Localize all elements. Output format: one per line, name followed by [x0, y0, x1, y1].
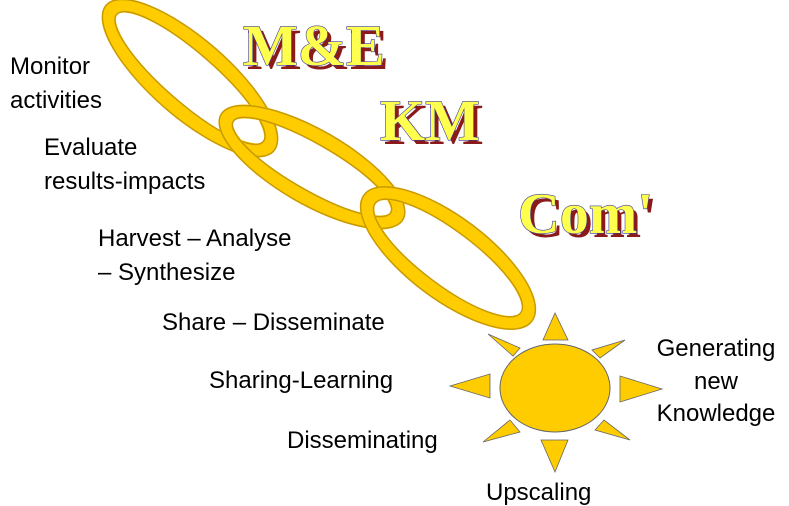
label-monitor-line2: activities	[10, 87, 102, 114]
label-harvest-line2: – Synthesize	[98, 259, 235, 286]
chain-links-icon	[101, 0, 537, 330]
sun-ray-bottom-left	[482, 419, 521, 443]
label-evaluate-line2: results-impacts	[44, 168, 205, 195]
chain-link-3	[359, 186, 537, 330]
label-generating-line2: new	[694, 368, 739, 395]
svg-text:KM: KM	[384, 92, 484, 157]
label-share: Share – Disseminate	[162, 309, 385, 336]
chain-link-1	[101, 0, 279, 158]
sun-ray-top-right	[591, 339, 626, 359]
title-com: Com' Com'	[517, 180, 657, 250]
sun-ray-left	[448, 373, 491, 399]
svg-text:M&E: M&E	[247, 17, 389, 82]
sun-ray-top	[542, 312, 569, 341]
sun-ray-top-left	[487, 333, 521, 357]
sun-ray-bottom-right	[594, 419, 631, 441]
sun-ray-bottom	[540, 439, 569, 474]
title-me: M&E M&E	[242, 12, 389, 82]
label-evaluate-line1: Evaluate	[44, 134, 137, 161]
svg-text:M&E: M&E	[243, 13, 385, 78]
label-sharing-learning: Sharing-Learning	[209, 367, 393, 394]
label-upscaling: Upscaling	[486, 479, 591, 506]
sun-ray-right	[619, 375, 664, 403]
sun-icon	[448, 312, 664, 474]
svg-text:KM: KM	[380, 88, 480, 153]
svg-text:Com': Com'	[522, 185, 657, 250]
svg-text:Com': Com'	[518, 181, 653, 246]
label-monitor-line1: Monitor	[10, 53, 90, 80]
title-km: KM KM	[379, 87, 484, 157]
label-disseminating: Disseminating	[287, 427, 438, 454]
label-harvest-line1: Harvest – Analyse	[98, 225, 291, 252]
sun-disc	[499, 343, 611, 433]
label-generating-line1: Generating	[657, 335, 776, 362]
label-generating-line3: Knowledge	[657, 400, 776, 427]
chain-link-2	[218, 104, 406, 230]
